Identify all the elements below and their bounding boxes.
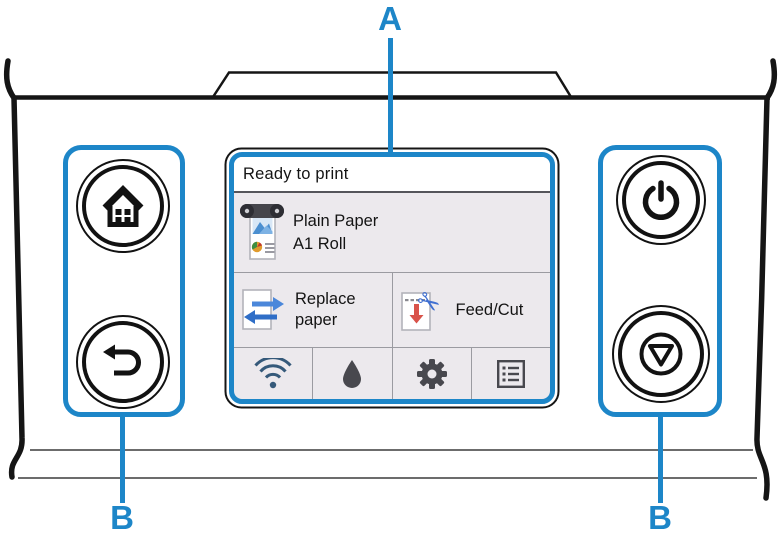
home-icon bbox=[102, 185, 144, 227]
wifi-icon bbox=[254, 357, 292, 388]
ink-drop-icon bbox=[343, 359, 362, 388]
stop-button[interactable] bbox=[612, 305, 710, 403]
body-right-edge bbox=[754, 58, 778, 501]
power-icon bbox=[642, 180, 680, 220]
gear-icon bbox=[416, 358, 447, 389]
screen-icon-bar bbox=[234, 348, 550, 399]
feed-cut-button[interactable]: ✂ Feed/Cut bbox=[393, 273, 551, 347]
replace-paper-button[interactable]: Replace paper bbox=[234, 273, 393, 347]
home-button-ring bbox=[82, 165, 164, 247]
top-cover-edge bbox=[211, 71, 573, 98]
status-text: Ready to print bbox=[243, 164, 349, 183]
callout-label-left-buttons: B bbox=[110, 499, 134, 535]
power-button[interactable] bbox=[616, 155, 706, 245]
home-button[interactable] bbox=[76, 159, 170, 253]
stop-button-ring bbox=[618, 311, 704, 397]
paper-info-button[interactable]: Plain Paper A1 Roll bbox=[234, 193, 550, 273]
paper-source: A1 Roll bbox=[293, 234, 347, 253]
back-arrow-icon bbox=[103, 344, 141, 376]
back-button-ring bbox=[82, 321, 164, 403]
feed-cut-label: Feed/Cut bbox=[455, 300, 524, 319]
paper-info-text: Plain Paper A1 Roll bbox=[293, 210, 378, 256]
left-button-group-box bbox=[63, 145, 185, 417]
callout-label-screen: A bbox=[378, 0, 402, 37]
media-type: Plain Paper bbox=[293, 211, 379, 230]
feed-cut-icon: ✂ bbox=[400, 287, 446, 331]
roll-paper-icon bbox=[240, 203, 284, 260]
back-button[interactable] bbox=[76, 315, 170, 409]
network-button[interactable] bbox=[234, 348, 314, 399]
replace-paper-icon bbox=[242, 289, 284, 330]
action-row: Replace paper ✂ Feed/Cut bbox=[234, 273, 550, 348]
status-bar: Ready to print bbox=[234, 157, 550, 193]
replace-paper-label: Replace paper bbox=[295, 290, 356, 329]
right-button-group-box bbox=[598, 145, 722, 417]
callout-line-left-buttons bbox=[119, 415, 125, 503]
touchscreen[interactable]: Ready to print Plain Pape bbox=[229, 152, 555, 404]
callout-line-right-buttons bbox=[657, 415, 663, 503]
menu-list-icon bbox=[496, 359, 525, 388]
ink-button[interactable] bbox=[313, 348, 393, 399]
callout-line-screen bbox=[387, 38, 393, 155]
settings-button[interactable] bbox=[393, 348, 472, 399]
stop-icon bbox=[639, 332, 683, 376]
body-left-edge bbox=[3, 58, 25, 480]
power-button-ring bbox=[622, 161, 700, 239]
menu-button[interactable] bbox=[472, 348, 550, 399]
callout-label-right-buttons: B bbox=[648, 499, 672, 535]
